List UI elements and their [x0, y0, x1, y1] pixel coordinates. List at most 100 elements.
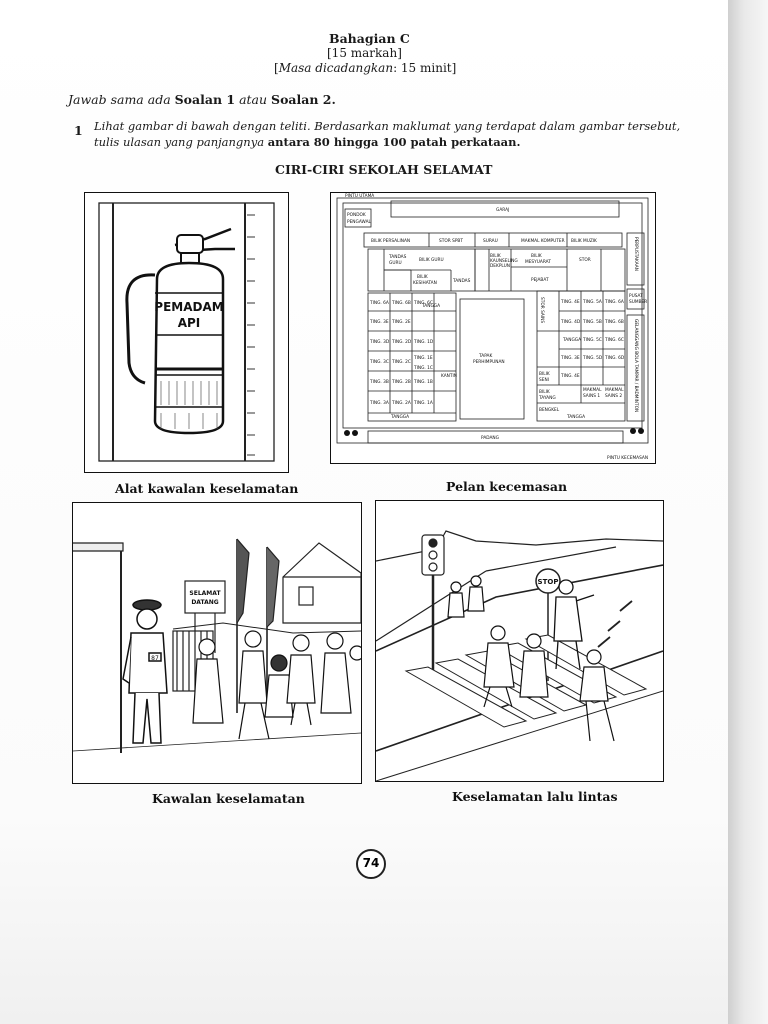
plan-left-class-6: TING. 2D	[391, 339, 412, 345]
marks-text: [15 markah]	[327, 46, 402, 60]
plan-counsel-2: KAUNSELING	[490, 258, 518, 264]
question-line2: tulis ulasan yang panjangnya antara 80 h…	[94, 135, 521, 149]
worksheet-page: Bahagian C [15 markah] [Masa dicadangkan…	[0, 0, 728, 1024]
plan-left-class-16: TING. 2A	[391, 400, 411, 406]
plan-stairs-bottom-right: TANGGA	[566, 414, 585, 420]
instruction-c: atau	[239, 92, 268, 107]
plan-room-changing: BILIK PERSALINAN	[371, 238, 410, 244]
plan-court: GELANGGANG BOLA TAMPAR / BADMINTON	[633, 319, 639, 412]
plan-left-class-3: TING. 3E	[369, 319, 389, 325]
plan-art-room-1: BILIK	[539, 371, 550, 377]
plan-right-class-9: TING. 5D	[582, 355, 603, 361]
plan-main-gate: PINTU UTAMA	[345, 193, 374, 199]
road-crossing-illustration: STOP	[375, 530, 664, 782]
plan-left-class-1: TING. 6B	[391, 300, 411, 306]
emergency-plan-panel: PINTU UTAMA PINTU KECEMASAN PONDOK PENGA…	[330, 192, 656, 464]
plan-right-class-2: TING. 6A	[604, 299, 624, 305]
plan-counsel-1: BILIK	[490, 253, 501, 259]
welcome-sign-2: DATANG	[191, 599, 218, 606]
plan-right-class-1: TING. 5A	[582, 299, 602, 305]
traffic-panel: STOP	[375, 500, 664, 782]
instruction: Jawab sama ada Soalan 1 atau Soalan 2.	[68, 92, 336, 107]
plan-left-class-0: TING. 6A	[369, 300, 389, 306]
crossing-guard-figure	[553, 579, 595, 670]
instruction-a: Jawab sama ada	[68, 92, 171, 107]
plan-caption: Pelan kecemasan	[446, 479, 568, 494]
stop-sign-text: STOP	[538, 578, 559, 586]
plan-emergency-gate: PINTU KECEMASAN	[607, 455, 648, 461]
page-number-badge: 74	[356, 849, 386, 879]
extinguisher-panel: PEMADAM API	[84, 192, 289, 473]
extinguisher-label-2: API	[178, 316, 201, 330]
question-line2-bold: antara 80 hingga 100 patah perkataan.	[267, 135, 521, 149]
extinguisher-label: PEMADAM	[154, 300, 223, 314]
plan-right-class-4: TING. 5B	[582, 319, 602, 325]
plan-office: PEJABAT	[531, 277, 549, 283]
guard-badge-number: 87	[151, 655, 159, 662]
plan-left-class-9: TING. 2C	[391, 359, 411, 365]
plan-stairs-right: TANGGA	[562, 337, 581, 343]
plan-viewing-2: TAYANG	[538, 395, 556, 401]
plan-lab2-1: MAKMAL	[605, 387, 624, 393]
plan-guard-post-2: PENGAWAL	[347, 219, 372, 225]
plan-room-computer: MAKMAL KOMPUTER	[521, 238, 565, 244]
plan-left-class-11: TING. 1C	[413, 365, 433, 371]
plan-right-class-10: TING. 6D	[604, 355, 625, 361]
time-label: [Masa dicadangkan: 15 minit]	[274, 61, 457, 75]
plan-left-class-13: TING. 2B	[391, 379, 411, 385]
plan-room-music: BILIK MUZIK	[571, 238, 597, 244]
plan-right-class-7: TING. 6C	[604, 337, 624, 343]
plan-left-class-10: TING. 1E	[413, 355, 433, 361]
plan-counsel-3: DEKPLUN	[490, 263, 510, 269]
plan-art-room-2: SENI	[539, 377, 549, 383]
plan-right-class-6: TING. 5C	[582, 337, 602, 343]
plan-resource-1: PUSAT	[629, 293, 643, 299]
marks-label: [15 markah]	[327, 46, 402, 60]
school-gate-illustration: SELAMAT DATANG 87	[72, 538, 365, 753]
plan-room-surau: SURAU	[483, 238, 498, 244]
plan-lab2-2: SAINS 2	[605, 393, 622, 399]
plan-lab1-2: SAINS 1	[583, 393, 600, 399]
plan-workshop: BENGKEL	[539, 407, 560, 413]
time-label-text: Masa dicadangkan	[278, 61, 394, 75]
plan-teacher-room: BILIK GURU	[419, 257, 444, 263]
plan-science-store: STOR SAINS	[539, 297, 545, 323]
plan-left-class-14: TING. 1B	[413, 379, 433, 385]
question-line1: Lihat gambar di bawah dengan teliti. Ber…	[94, 119, 681, 133]
plan-resource-2: SUMBER	[629, 299, 647, 305]
school-floor-plan: PINTU UTAMA PINTU KECEMASAN PONDOK PENGA…	[336, 193, 649, 461]
plan-left-class-17: TING. 1A	[413, 400, 433, 406]
plan-health-room-1: BILIK	[417, 274, 428, 280]
plan-left-class-4: TING. 2E	[391, 319, 411, 325]
plan-right-class-11: TING. 4E	[560, 373, 580, 379]
plan-right-class-0: TING. 4E	[560, 299, 580, 305]
plan-stairs-bottom-left: TANGGA	[390, 414, 409, 420]
security-guard-figure: 87	[122, 599, 168, 744]
figure-title: CIRI-CIRI SEKOLAH SELAMAT	[275, 162, 493, 177]
plan-left-class-2: TING. 6C	[413, 300, 433, 306]
time-value: : 15 minit	[393, 61, 452, 75]
extinguisher-caption: Alat kawalan keselamatan	[115, 481, 299, 496]
plan-garage: GARAJ	[496, 207, 509, 213]
plan-library: PERPUSTAKAAN	[633, 237, 639, 271]
plan-right-class-3: TING. 4D	[560, 319, 581, 325]
section-title: Bahagian C	[329, 31, 410, 46]
plan-left-class-8: TING. 3C	[369, 359, 389, 365]
plan-meeting-1: BILIK	[531, 253, 542, 259]
plan-store: STOR	[579, 257, 591, 263]
page-number: 74	[362, 856, 380, 870]
plan-teacher-toilet-1: TANDAS	[388, 254, 407, 260]
plan-right-class-8: TING. 3E	[560, 355, 580, 361]
plan-left-class-7: TING. 1D	[413, 339, 434, 345]
plan-guard-post-1: PONDOK	[347, 212, 366, 218]
plan-assembly-1: TAPAK	[478, 353, 492, 359]
plan-left-class-15: TING. 3A	[369, 400, 389, 406]
plan-assembly-2: PERHIMPUNAN	[473, 359, 505, 365]
students-crossing	[447, 575, 615, 742]
instruction-d: Soalan 2.	[271, 92, 336, 107]
plan-lab1-1: MAKMAL	[583, 387, 602, 393]
plan-toilet: TANDAS	[452, 278, 471, 284]
plan-room-spbt: STOR SPBT	[439, 238, 463, 244]
